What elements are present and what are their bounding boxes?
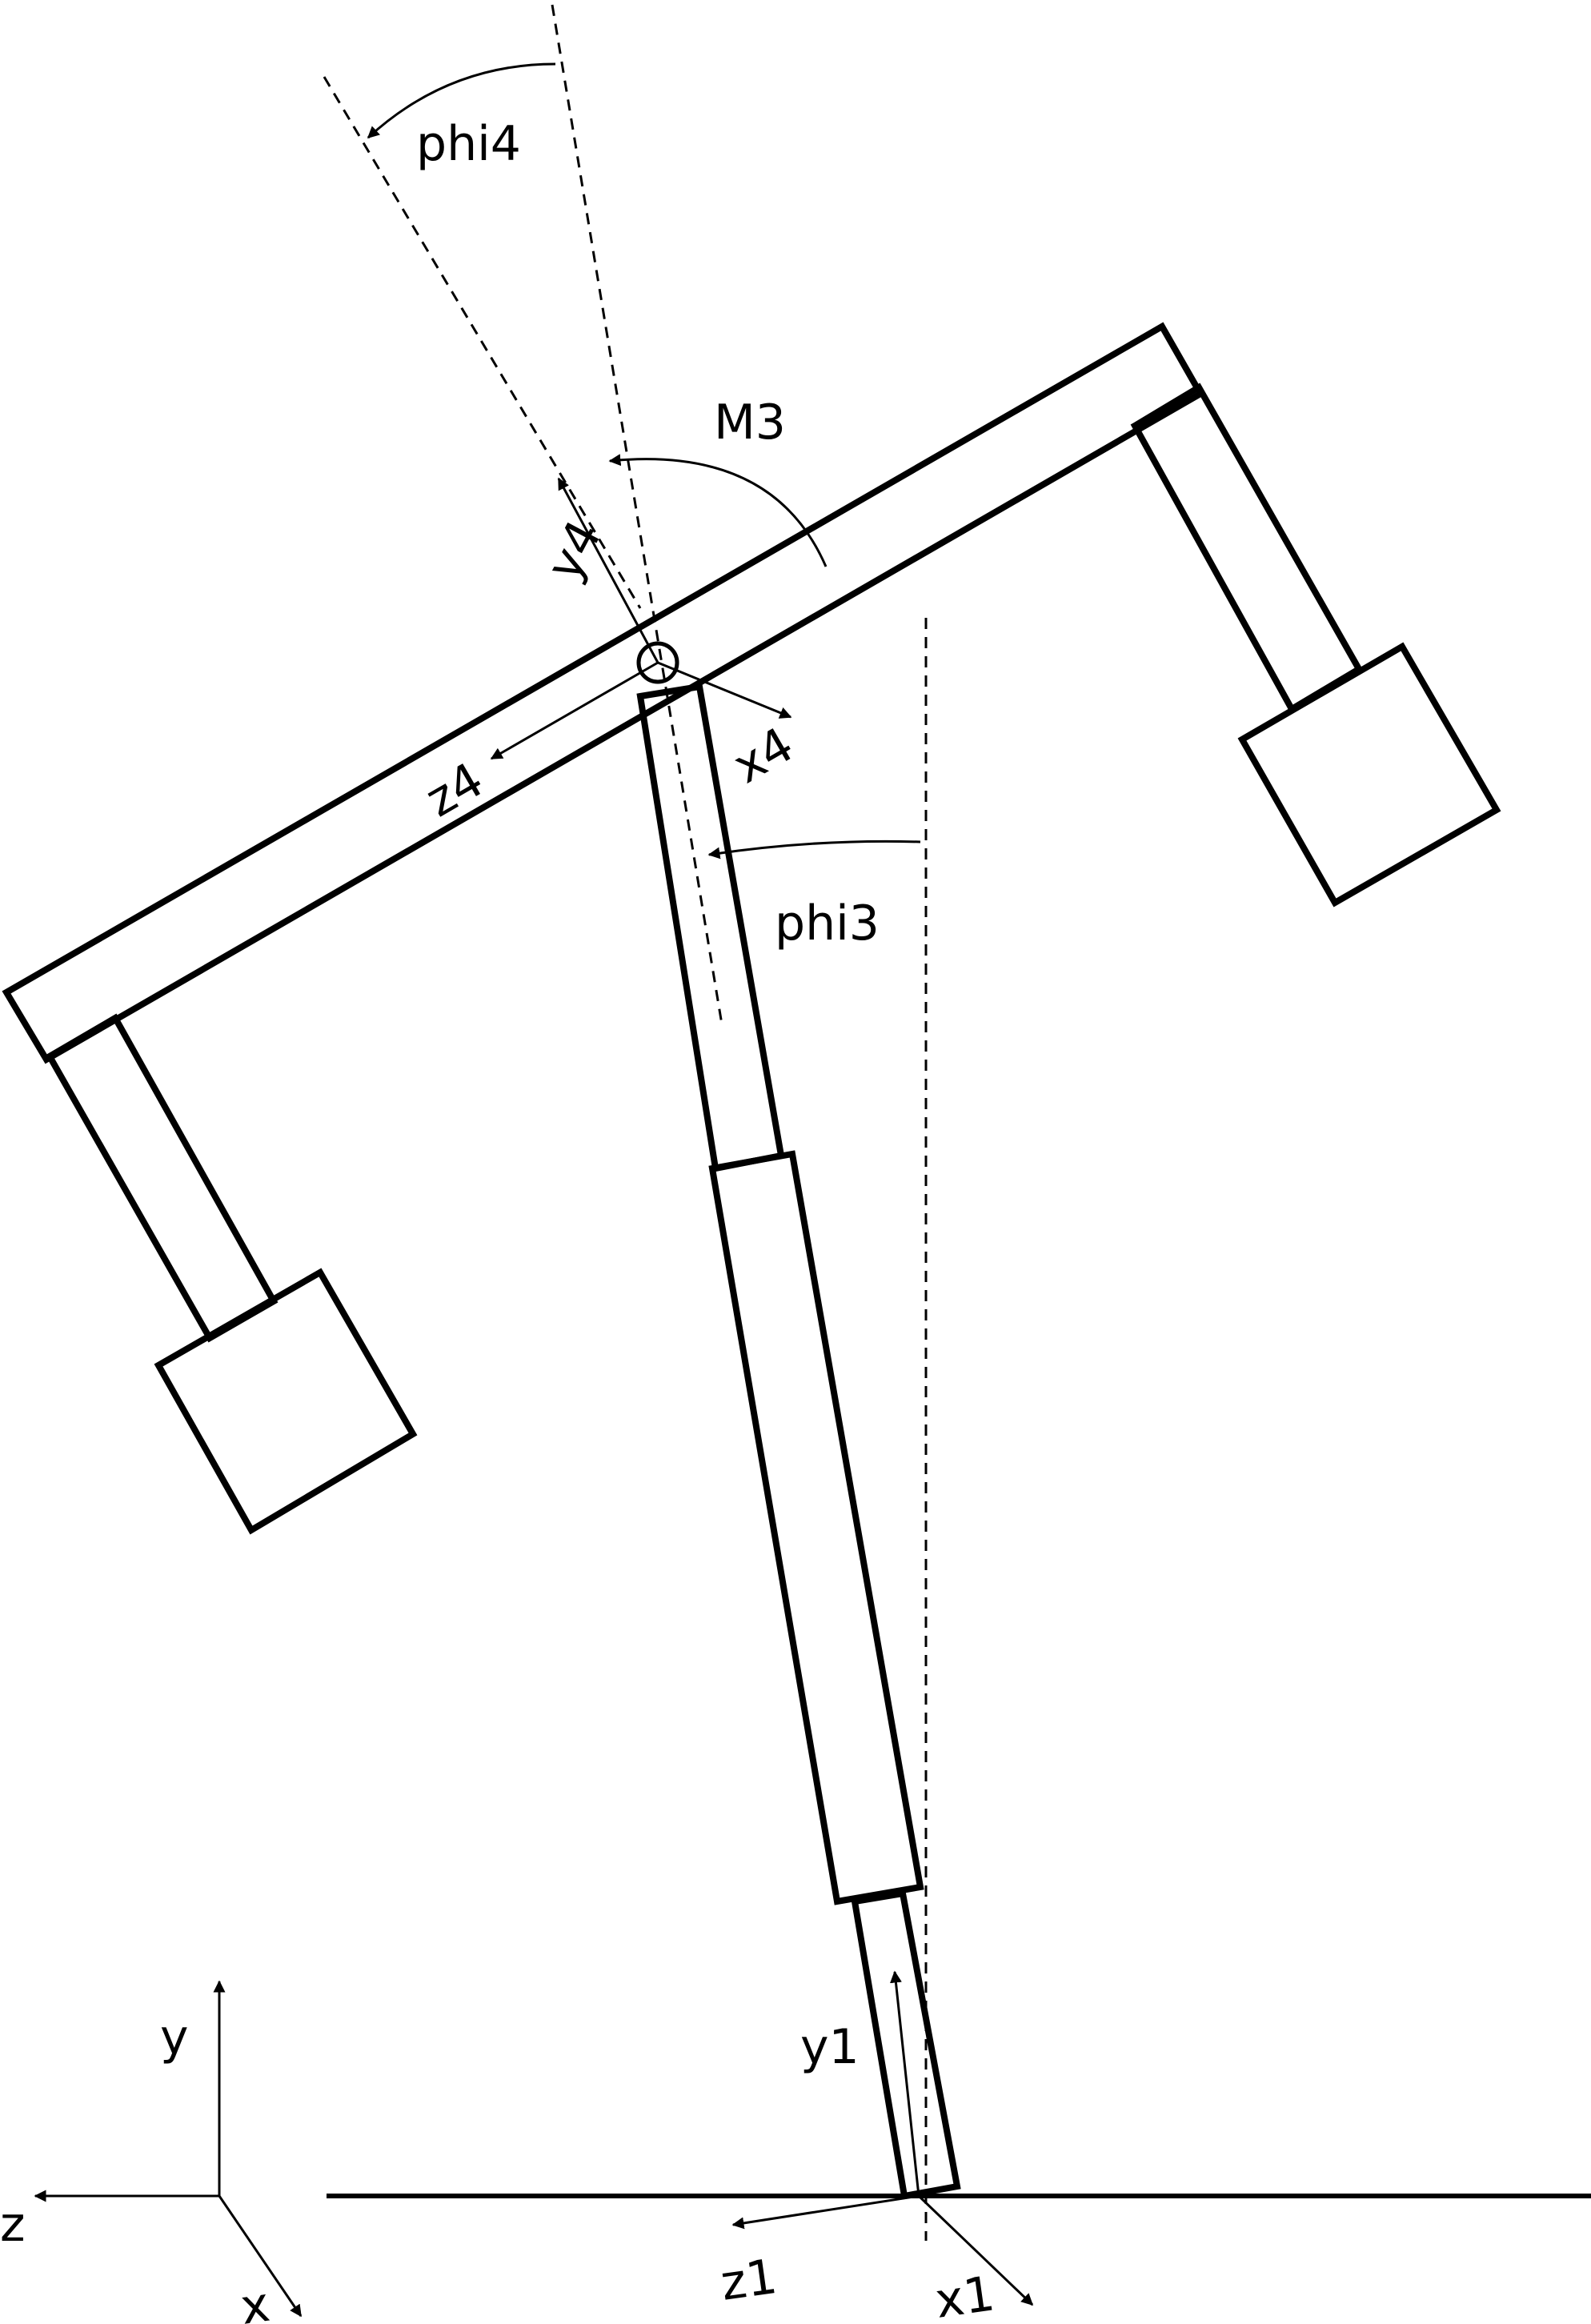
z4-axis-arrow	[490, 661, 659, 760]
label-x4: x4	[724, 717, 804, 795]
y1-axis-arrow	[889, 1970, 920, 2197]
label-phi4: phi4	[416, 116, 521, 172]
label-z1: z1	[717, 2249, 780, 2312]
label-phi3: phi3	[775, 896, 880, 952]
x1-axis-arrow	[917, 2194, 1034, 2306]
phi4-arc	[367, 62, 556, 139]
phi3-arc	[707, 839, 921, 859]
label-world-x: x	[237, 2277, 273, 2324]
left-box	[154, 1268, 418, 1535]
label-y4: y4	[535, 511, 612, 590]
phi4-rotated-dashed	[323, 76, 642, 609]
leg-lower-section	[851, 1889, 961, 2200]
m3-arc	[608, 454, 828, 567]
label-z4: z4	[417, 752, 493, 828]
joint-circle	[636, 641, 679, 684]
right-arm	[1130, 383, 1364, 714]
label-y1: y1	[800, 2019, 860, 2075]
world-x-axis-arrow	[218, 2195, 303, 2318]
label-world-y: y	[160, 2009, 189, 2066]
label-world-z: z	[0, 2197, 26, 2253]
z1-axis-arrow	[731, 2194, 920, 2230]
right-box	[1237, 642, 1501, 908]
x4-axis-arrow	[657, 661, 792, 719]
leg-middle-section	[708, 1150, 924, 1905]
label-x1: x1	[932, 2266, 998, 2324]
label-m3: M3	[714, 395, 786, 451]
left-arm	[45, 1013, 279, 1343]
y4-axis-arrow	[557, 477, 659, 663]
